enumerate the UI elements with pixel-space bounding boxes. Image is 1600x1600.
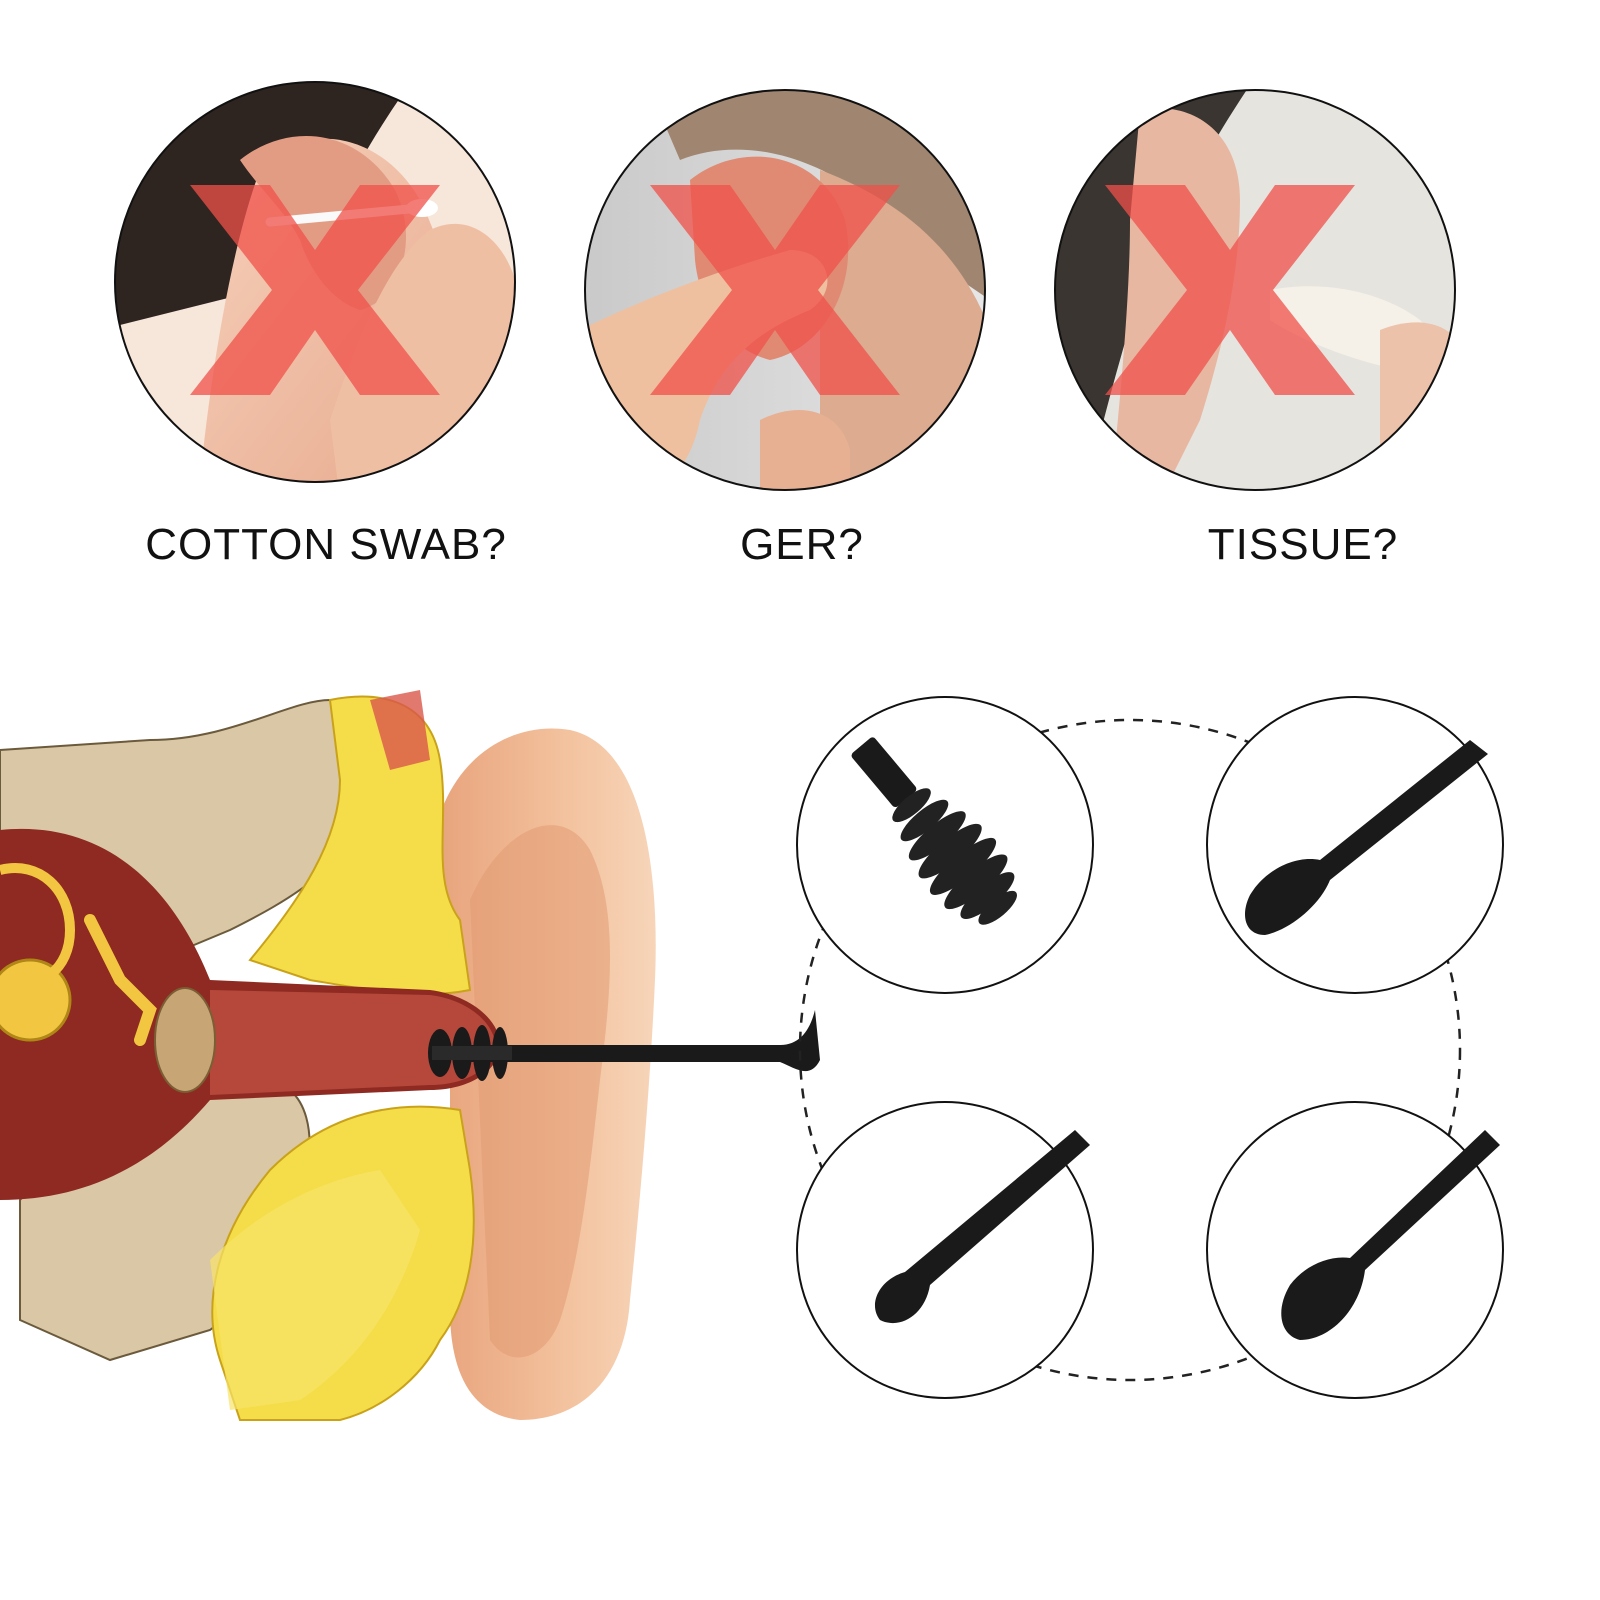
x-mark-cotton-swab [190,185,440,395]
method-label-tissue: TISSUE? [1207,520,1399,569]
spiral-tip [428,1025,512,1081]
small-spoon-icon [796,1101,1094,1399]
x-mark-finger [650,185,900,395]
ear-anatomy-illustration [0,690,656,1421]
spiral-ear-pick-icon [796,696,1094,994]
ear-pick-tool [428,1010,820,1081]
method-label-cotton-swab: COTTON SWAB? [145,520,507,569]
large-spoon-icon [1206,1101,1504,1399]
tool-heads-group [796,696,1504,1399]
method-label-finger: GER? [740,520,864,569]
flat-scoop-icon [1206,696,1504,994]
x-mark-tissue [1105,185,1355,395]
